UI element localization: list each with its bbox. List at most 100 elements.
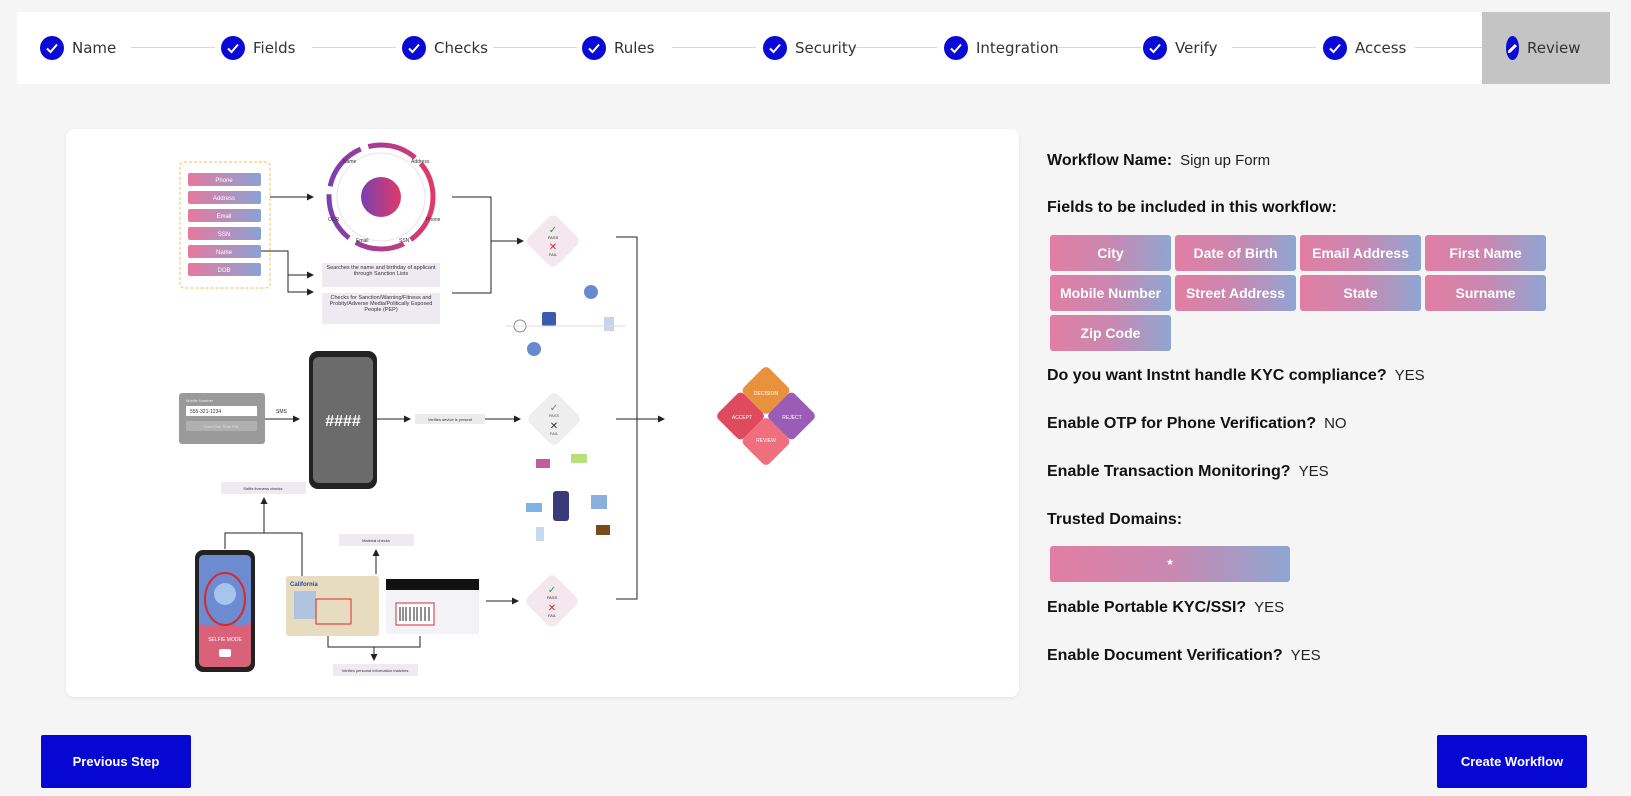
- pill-label: Name: [216, 250, 233, 256]
- tm-answer: YES: [1298, 463, 1329, 480]
- svg-text:✓: ✓: [548, 585, 556, 596]
- portable-kyc-row: Enable Portable KYC/SSI?YES: [1047, 599, 1284, 617]
- check-icon: [582, 36, 606, 60]
- field-chip: State: [1300, 275, 1421, 311]
- check-icon: [221, 36, 245, 60]
- svg-text:555-321-1234: 555-321-1234: [190, 409, 221, 415]
- otp-question: Enable OTP for Phone Verification?: [1047, 415, 1317, 432]
- previous-step-button[interactable]: Previous Step: [41, 735, 191, 788]
- svg-text:FAIL: FAIL: [548, 613, 557, 618]
- step-checks[interactable]: Checks: [402, 12, 488, 84]
- step-label: Name: [72, 39, 117, 57]
- svg-text:California: California: [290, 582, 318, 588]
- svg-text:PASS: PASS: [548, 235, 559, 240]
- workflow-stepper: Name Fields Checks Rules Security Integr…: [17, 12, 1610, 84]
- workflow-name-label: Workflow Name:: [1047, 152, 1173, 169]
- svg-text:REVIEW: REVIEW: [756, 438, 776, 444]
- document-verification-row: Enable Document Verification? YES: [1047, 647, 1321, 665]
- pill-label: Email: [216, 214, 231, 220]
- svg-text:SSN: SSN: [399, 238, 410, 244]
- svg-text:SELFIE MODE: SELFIE MODE: [208, 637, 242, 643]
- doc-question: Enable Document Verification?: [1047, 647, 1283, 664]
- svg-text:OCR: OCR: [328, 217, 340, 223]
- check-icon: [402, 36, 426, 60]
- step-security[interactable]: Security: [763, 12, 857, 84]
- step-access[interactable]: Access: [1323, 12, 1406, 84]
- pill-label: Address: [213, 196, 235, 202]
- otp-answer: NO: [1324, 415, 1347, 432]
- field-chip: Street Address: [1175, 275, 1296, 311]
- svg-text:####: ####: [325, 413, 361, 430]
- step-connector: [1232, 47, 1316, 48]
- svg-text:PASS: PASS: [547, 595, 558, 600]
- svg-text:✓: ✓: [550, 403, 558, 414]
- svg-text:FAIL: FAIL: [549, 252, 558, 257]
- svg-text:Phone: Phone: [426, 217, 441, 223]
- data-ring: Name Address OCR Phone Email SSN: [326, 142, 441, 252]
- pencil-icon: [1506, 36, 1519, 60]
- svg-text:Selfie liveness checks: Selfie liveness checks: [243, 486, 282, 491]
- workflow-diagram: Phone Address Email SSN Name DOB Name Ad…: [179, 142, 815, 676]
- trusted-domains-heading: Trusted Domains:: [1047, 511, 1183, 528]
- pill-label: Phone: [215, 178, 233, 184]
- field-chip: City: [1050, 235, 1171, 271]
- check-icon: [944, 36, 968, 60]
- step-label: Access: [1355, 39, 1407, 57]
- check-icon: [40, 36, 64, 60]
- field-chip: Email Address: [1300, 235, 1421, 271]
- field-chip: First Name: [1425, 235, 1546, 271]
- step-review[interactable]: Review: [1482, 12, 1610, 84]
- step-connector: [672, 47, 756, 48]
- svg-text:Verifies personal information: Verifies personal information matches: [342, 668, 409, 673]
- svg-text:Send One Time PIN: Send One Time PIN: [203, 424, 239, 429]
- create-workflow-button[interactable]: Create Workflow: [1437, 735, 1587, 788]
- svg-text:Verifies device is present: Verifies device is present: [428, 417, 473, 422]
- field-chip: Surname: [1425, 275, 1546, 311]
- step-connector: [131, 47, 215, 48]
- step-label: Security: [795, 39, 857, 57]
- svg-text:DECISION: DECISION: [754, 391, 779, 397]
- check-icon: [1143, 36, 1167, 60]
- step-integration[interactable]: Integration: [944, 12, 1059, 84]
- step-label: Integration: [976, 39, 1059, 57]
- step-rules[interactable]: Rules: [582, 12, 654, 84]
- transaction-monitoring-row: Enable Transaction Monitoring? YES: [1047, 463, 1329, 481]
- svg-text:✕: ✕: [549, 242, 557, 253]
- step-name[interactable]: Name: [40, 12, 116, 84]
- workflow-diagram-card: Phone Address Email SSN Name DOB Name Ad…: [66, 129, 1019, 697]
- kyc-answer: YES: [1394, 367, 1425, 384]
- pass-fail-diamond: [527, 215, 579, 267]
- diagram-field-pills: Phone Address Email SSN Name DOB: [188, 173, 261, 276]
- svg-text:SMS: SMS: [276, 409, 288, 415]
- step-connector: [493, 47, 577, 48]
- svg-text:REJECT: REJECT: [782, 415, 801, 421]
- svg-text:Name: Name: [343, 159, 357, 165]
- field-chip: Mobile Number: [1050, 275, 1171, 311]
- kyc-row: Do you want Instnt handle KYC compliance…: [1047, 367, 1425, 385]
- pill-label: SSN: [218, 232, 230, 238]
- step-label: Rules: [614, 39, 655, 57]
- check-icon: [1323, 36, 1347, 60]
- svg-text:ACCEPT: ACCEPT: [732, 415, 752, 421]
- step-label: Fields: [253, 39, 296, 57]
- svg-text:Mobile Number: Mobile Number: [186, 398, 214, 403]
- svg-text:FAIL: FAIL: [550, 431, 559, 436]
- svg-text:✓: ✓: [549, 225, 557, 236]
- tm-question: Enable Transaction Monitoring?: [1047, 463, 1291, 480]
- step-verify[interactable]: Verify: [1143, 12, 1218, 84]
- pkyc-answer: YES: [1254, 599, 1285, 616]
- step-connector: [312, 47, 396, 48]
- step-connector: [853, 47, 937, 48]
- svg-text:PASS: PASS: [549, 413, 560, 418]
- otp-row: Enable OTP for Phone Verification? NO: [1047, 415, 1347, 433]
- decision-diamond: DECISION ACCEPT REJECT REVIEW: [717, 367, 815, 465]
- field-chip: Zip Code: [1050, 315, 1171, 351]
- doc-answer: YES: [1290, 647, 1321, 664]
- step-fields[interactable]: Fields: [221, 12, 295, 84]
- step-label: Review: [1527, 39, 1581, 57]
- fields-heading: Fields to be included in this workflow:: [1047, 199, 1337, 216]
- workflow-name-row: Workflow Name:Sign up Form: [1047, 152, 1270, 170]
- step-connector: [1415, 47, 1499, 48]
- svg-text:✕: ✕: [550, 421, 558, 432]
- check-icon: [763, 36, 787, 60]
